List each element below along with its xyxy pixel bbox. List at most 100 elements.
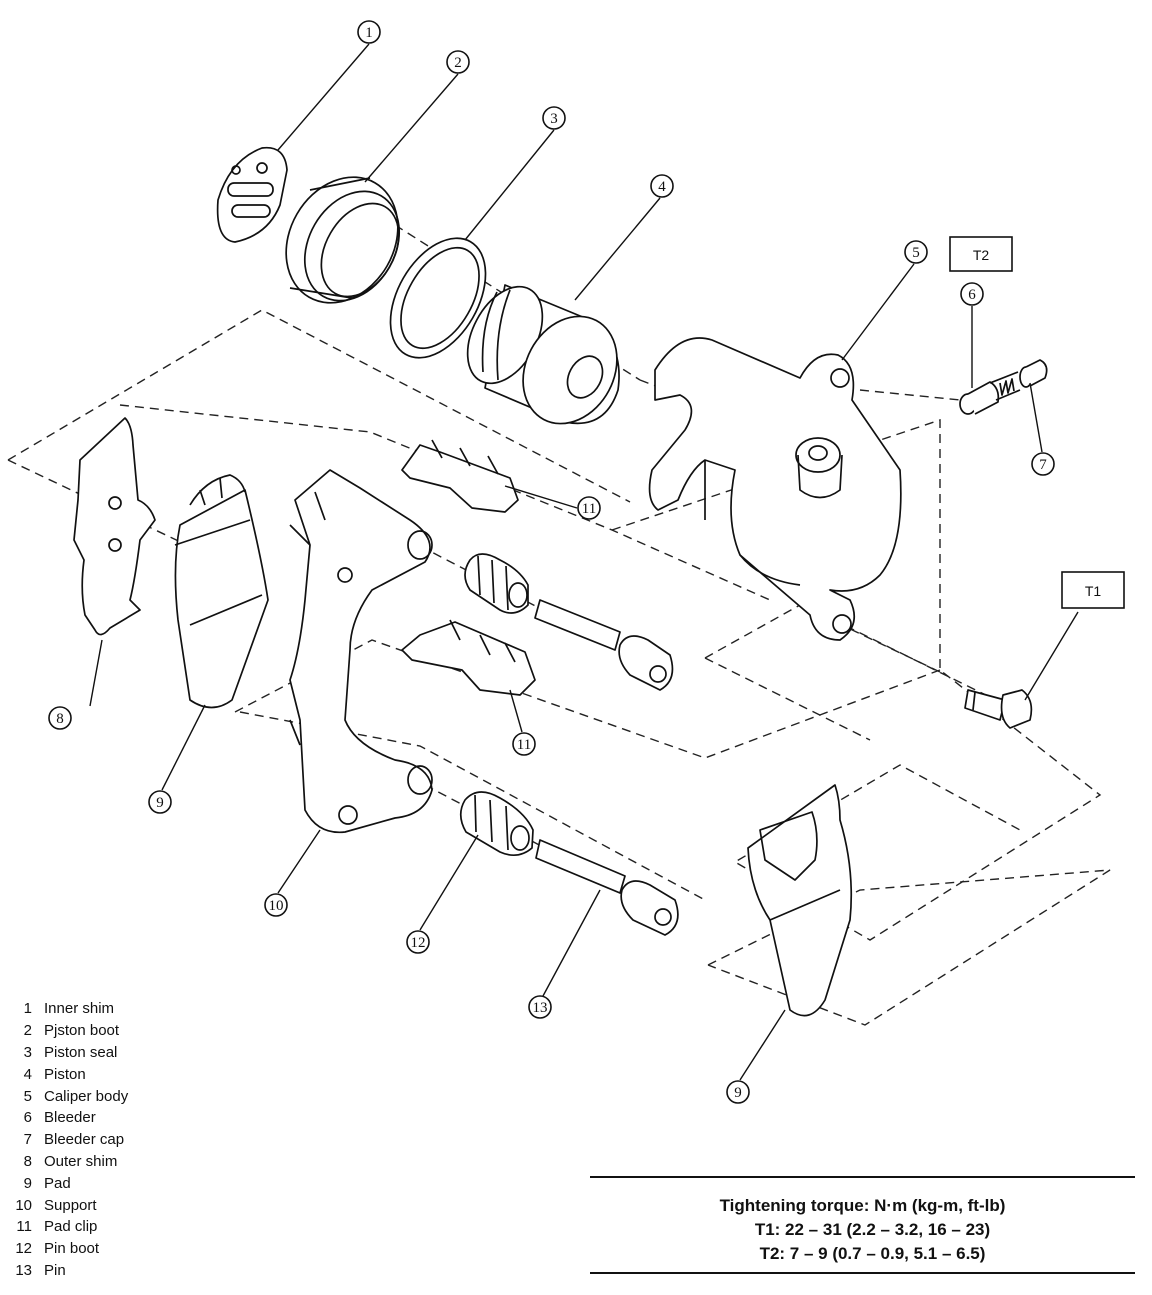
torque-box-t1: T1: [1061, 571, 1125, 609]
callout-label: 7: [1039, 457, 1047, 473]
torque-box-t2-label: T2: [973, 247, 990, 263]
torque-title: Tightening torque: N·m (kg-m, ft-lb): [719, 1196, 1006, 1215]
piston-seal: [389, 237, 487, 359]
legend-item: 8 Outer shim: [6, 1151, 246, 1173]
callout-7: 7: [1031, 452, 1055, 476]
torque-box-t1-label: T1: [1085, 583, 1102, 599]
piston: [466, 284, 620, 425]
pad-inner: [174, 474, 269, 709]
callout-label: 1: [365, 25, 373, 41]
callout-1: 1: [357, 20, 381, 44]
legend-item: 1 Inner shim: [6, 998, 246, 1020]
pin-upper: [534, 599, 674, 691]
bleeder: [959, 371, 1021, 415]
callout-label: 10: [269, 898, 284, 914]
legend-number: 8: [23, 1152, 32, 1170]
caliper-bolt: [964, 689, 1033, 729]
legend-item: 9 Pad: [6, 1172, 246, 1194]
pin-boot-upper: [464, 553, 529, 614]
torque-spec-block: Tightening torque: N·m (kg-m, ft-lb) T1:…: [590, 1176, 1135, 1274]
legend-name: Pad clip: [44, 1218, 98, 1236]
legend-number: 4: [23, 1065, 32, 1083]
legend-number: 7: [23, 1131, 32, 1149]
legend-item: 4 Piston: [6, 1063, 246, 1085]
legend-name: Inner shim: [44, 1000, 115, 1018]
legend-number: 11: [16, 1218, 32, 1236]
legend-name: Pad: [44, 1174, 71, 1192]
legend-name: Outer shim: [44, 1152, 118, 1170]
callout-8: 8: [48, 706, 72, 730]
legend-name: Pin: [44, 1261, 66, 1279]
callout-label: 9: [156, 795, 164, 811]
callout-2: 2: [446, 50, 470, 74]
legend-number: 13: [15, 1261, 32, 1279]
pin-lower: [535, 839, 679, 936]
callout-11-lower: 11: [512, 732, 536, 756]
callout-6: 6: [960, 282, 984, 306]
callout-label: 12: [411, 935, 426, 951]
legend-name: Bleeder cap: [44, 1131, 125, 1149]
callout-label: 8: [56, 711, 64, 727]
legend-name: Pin boot: [44, 1240, 100, 1258]
callout-label: 5: [912, 245, 920, 261]
callout-13: 13: [528, 995, 552, 1019]
pad-clip-lower: [401, 619, 536, 696]
callout-label: 11: [582, 501, 596, 517]
legend-item: 5 Caliper body: [6, 1085, 246, 1107]
legend-item: 13 Pin: [6, 1260, 246, 1282]
legend-item: 7 Bleeder cap: [6, 1129, 246, 1151]
legend-name: Bleeder: [44, 1109, 96, 1127]
callout-5: 5: [904, 240, 928, 264]
piston-boot: [285, 176, 401, 304]
top-rule: [590, 1176, 1135, 1178]
callout-label: 2: [454, 55, 462, 71]
pad-clip-upper: [401, 439, 519, 513]
torque-t1-spec: T1: 22 – 31 (2.2 – 3.2, 16 – 23): [754, 1220, 991, 1239]
bottom-rule: [590, 1272, 1135, 1274]
callout-label: 4: [658, 179, 666, 195]
legend-name: Piston seal: [44, 1043, 118, 1061]
torque-box-t2: T2: [949, 236, 1013, 272]
callout-12: 12: [406, 930, 430, 954]
callout-label: 9: [734, 1085, 742, 1101]
callout-label: 3: [550, 111, 558, 127]
callout-label: 11: [517, 737, 531, 753]
legend-number: 10: [15, 1196, 32, 1214]
callout-9-left: 9: [148, 790, 172, 814]
callout-9-right: 9: [726, 1080, 750, 1104]
legend-name: Pjston boot: [44, 1022, 120, 1040]
inner-shim: [216, 146, 288, 243]
support: [289, 469, 433, 834]
legend-name: Caliper body: [44, 1087, 129, 1105]
callout-label: 6: [968, 287, 976, 303]
legend-number: 1: [23, 1000, 32, 1018]
outer-shim: [73, 417, 156, 636]
legend-item: 10 Support: [6, 1194, 246, 1216]
pin-boot-lower: [459, 791, 534, 857]
callout-10: 10: [264, 893, 288, 917]
leader-lines: [89, 43, 1079, 1081]
caliper-body: [648, 337, 902, 641]
callout-4: 4: [650, 174, 674, 198]
legend-item: 6 Bleeder: [6, 1107, 246, 1129]
legend-name: Support: [44, 1196, 97, 1214]
legend-item: 12 Pin boot: [6, 1238, 246, 1260]
pad-outer: [747, 784, 853, 1017]
legend-number: 3: [23, 1043, 32, 1061]
legend-name: Piston: [44, 1065, 86, 1083]
callout-11-upper: 11: [577, 496, 601, 520]
legend-number: 2: [23, 1022, 32, 1040]
legend-number: 6: [23, 1109, 32, 1127]
bleeder-cap: [1019, 359, 1048, 388]
callout-3: 3: [542, 106, 566, 130]
callout-label: 13: [533, 1000, 548, 1016]
legend-number: 9: [23, 1174, 32, 1192]
legend-number: 12: [15, 1240, 32, 1258]
legend-item: 11 Pad clip: [6, 1216, 246, 1238]
legend-item: 2 Pjston boot: [6, 1020, 246, 1042]
legend-item: 3 Piston seal: [6, 1042, 246, 1064]
torque-t2-spec: T2: 7 – 9 (0.7 – 0.9, 5.1 – 6.5): [759, 1244, 986, 1263]
legend-number: 5: [23, 1087, 32, 1105]
